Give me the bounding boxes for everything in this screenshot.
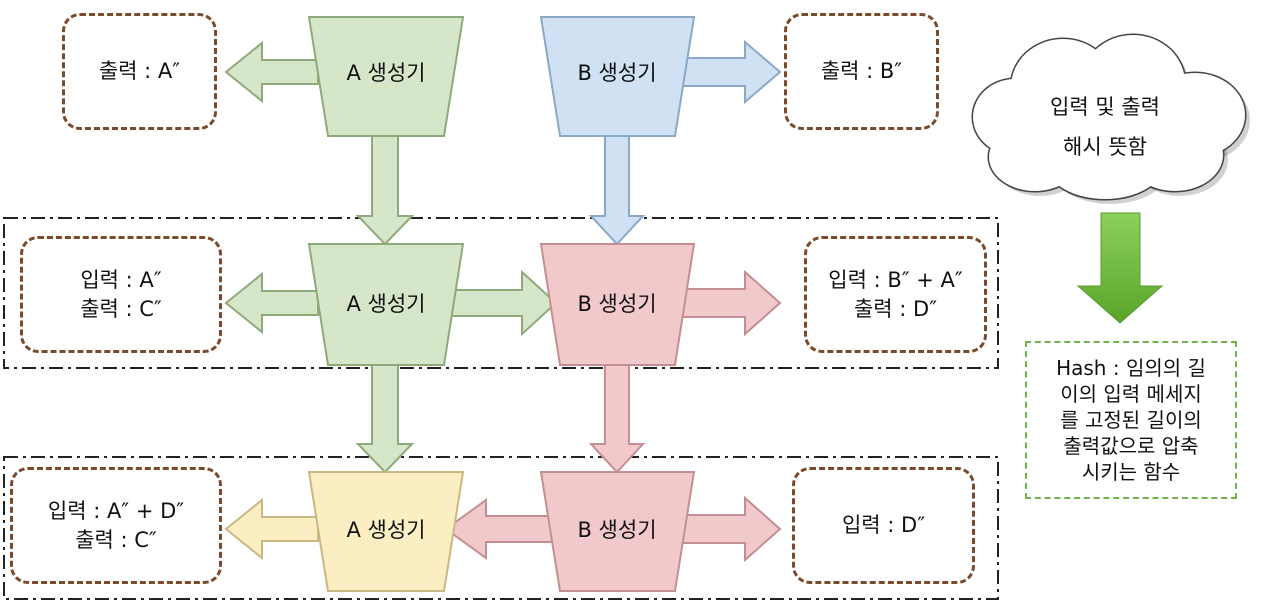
generator-a-row3: [307, 471, 465, 592]
generator-b-row3: [539, 471, 696, 592]
group-frame-row3: [3, 456, 999, 600]
box-line: 출력 : C″: [80, 296, 162, 321]
cloud-line: 해시 뜻함: [1063, 135, 1147, 159]
arrow-right-b-row1: [674, 39, 782, 105]
io-box-b-row2: 입력 : B″ + A″ 출력 : D″: [804, 236, 987, 353]
box-line: 출력 : D″: [853, 296, 938, 321]
arrow-left-a-row2: [224, 271, 319, 335]
arrow-left-a-row3: [224, 497, 319, 561]
cloud-shape: [971, 33, 1250, 204]
arrow-down-b-row2: [588, 364, 646, 474]
hash-line: 를 고정된 길이의: [1060, 408, 1202, 432]
hash-line: 출력값으로 압축: [1063, 434, 1199, 458]
arrow-down-a-row1: [355, 135, 415, 246]
generator-a-row3-label: A 생성기: [346, 518, 425, 542]
generator-a-row2: [307, 243, 465, 366]
generator-b-row2: [539, 243, 696, 366]
io-box-a-row2: 입력 : A″ 출력 : C″: [20, 236, 222, 353]
generator-b-row1-label: B 생성기: [577, 61, 656, 85]
generator-b-row2-label: B 생성기: [577, 292, 656, 316]
generator-a-row1: [307, 16, 465, 137]
box-line: 입력 : D″: [841, 513, 926, 537]
io-box-a-row3: 입력 : A″ + D″ 출력 : C″: [10, 467, 222, 584]
box-line: 입력 : B″ + A″: [828, 267, 963, 292]
hash-line: Hash : 임의의 길: [1056, 356, 1206, 380]
arrow-right-b-row3: [674, 495, 782, 563]
arrow-left-a-row1: [224, 40, 319, 104]
cloud-line: 입력 및 출력: [1050, 95, 1160, 119]
cloud-text: 입력 및 출력 해시 뜻함: [1005, 87, 1205, 167]
generator-a-row1-label: A 생성기: [346, 61, 425, 85]
generator-a-row2-label: A 생성기: [346, 292, 425, 316]
arrow-down-a-row2: [355, 364, 415, 474]
group-frame-row2: [3, 217, 999, 369]
generator-b-row3-label: B 생성기: [577, 518, 656, 542]
hash-line: 시키는 함수: [1081, 460, 1181, 484]
hash-arrow-down: [1076, 212, 1164, 324]
box-line: 입력 : A″ + D″: [47, 498, 185, 523]
output-box-a-row1: 출력 : A″: [62, 13, 217, 130]
arrow-b-to-a-row3: [444, 498, 557, 560]
arrow-right-b-row2: [674, 269, 782, 337]
hash-line: 이의 입력 메세지: [1060, 382, 1202, 406]
box-line: 출력 : C″: [75, 527, 157, 552]
arrow-a-to-b-row2: [444, 269, 558, 337]
box-line: 출력 : B″: [820, 59, 903, 83]
hash-definition-note: Hash : 임의의 길 이의 입력 메세지 를 고정된 길이의 출력값으로 압…: [1025, 341, 1237, 499]
generator-b-row1: [539, 16, 696, 137]
box-line: 입력 : A″: [80, 267, 162, 292]
output-box-b-row1: 출력 : B″: [784, 13, 939, 130]
box-line: 출력 : A″: [98, 59, 181, 83]
io-box-b-row3: 입력 : D″: [792, 467, 975, 584]
arrow-down-b-row1: [588, 135, 646, 246]
